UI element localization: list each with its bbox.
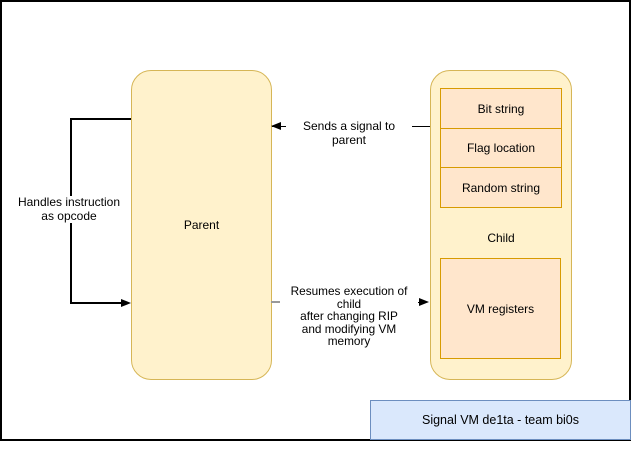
vm-registers-label: VM registers: [466, 301, 535, 316]
handles-edge-label-line: as opcode: [41, 208, 97, 223]
resume-edge-label-line: Resumes execution of child: [290, 284, 408, 311]
memory-cell-label: Random string: [461, 180, 541, 195]
arrowhead-right-icon: [121, 299, 131, 308]
handles-edge-label-line: Handles instruction: [17, 195, 121, 209]
diagram-title-label: Signal VM de1ta - team bi0s: [421, 413, 580, 427]
loop-edge-top-segment: [70, 118, 131, 120]
memory-cell-bit-string: Bit string: [440, 88, 562, 129]
child-node: Bit string Flag location Random string C…: [430, 70, 572, 380]
diagram-title-box: Signal VM de1ta - team bi0s: [370, 400, 631, 440]
memory-cell-label: Flag location: [466, 141, 536, 156]
parent-node: Parent: [131, 70, 272, 380]
memory-cell-flag-location: Flag location: [440, 127, 562, 169]
diagram-border: [0, 0, 631, 441]
vm-registers-box: VM registers: [440, 258, 561, 359]
handles-edge-label: Handles instruction as opcode: [14, 195, 124, 223]
loop-edge-bottom-segment: [70, 302, 121, 304]
arrowhead-left-icon: [271, 122, 281, 131]
resume-edge-label: Resumes execution of child after changin…: [280, 285, 418, 348]
memory-cell-random-string: Random string: [440, 167, 562, 209]
resume-edge-label-line: and modifying VM memory: [301, 321, 397, 348]
child-node-label: Child: [487, 231, 515, 245]
signal-edge-label: Sends a signal to parent: [286, 119, 412, 147]
memory-cell-label: Bit string: [477, 101, 525, 116]
resume-edge-label-line: after changing RIP: [300, 309, 398, 323]
parent-node-label: Parent: [183, 218, 220, 232]
child-memory-stack: Bit string Flag location Random string: [440, 88, 562, 209]
arrowhead-right-icon: [419, 298, 429, 307]
